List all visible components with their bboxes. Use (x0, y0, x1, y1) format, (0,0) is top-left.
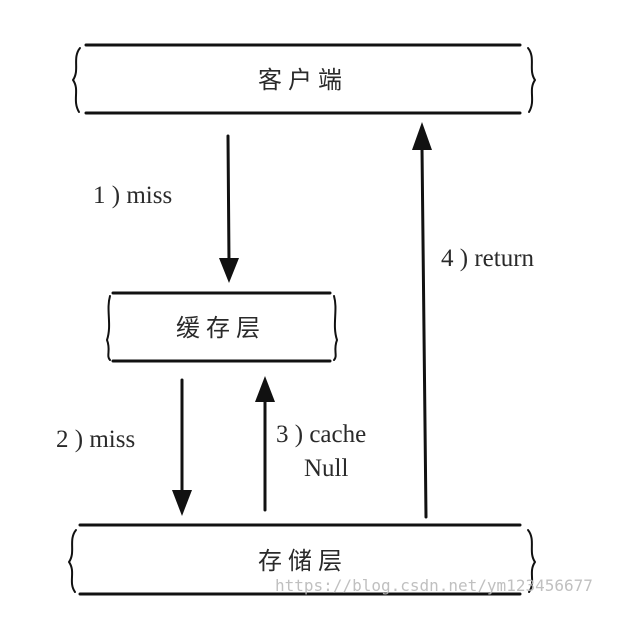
arrow-miss-1-head (219, 258, 239, 283)
miss-2-label: 2 ) miss (56, 426, 135, 453)
arrow-return (412, 122, 432, 519)
watermark-text: https://blog.csdn.net/ym123456677 (275, 576, 593, 595)
cache-box: 缓存层 (106, 291, 338, 363)
arrow-miss-1-shaft (226, 134, 231, 264)
arrow-cache-null-head (255, 376, 275, 402)
arrow-miss-2-head (172, 490, 192, 516)
cache-label: 缓存层 (176, 314, 266, 342)
storage-box-left-brace (68, 529, 77, 593)
arrow-cache-null (255, 376, 275, 512)
client-box: 客户端 (72, 43, 536, 115)
cache-null-label-line1: 3 ) cache (276, 421, 366, 448)
arrow-miss-1 (219, 134, 239, 283)
arrow-miss-2 (172, 378, 192, 516)
client-label: 客户端 (258, 66, 348, 94)
storage-label: 存储层 (258, 547, 348, 575)
storage-box-right-brace (527, 529, 536, 593)
arrow-return-head (412, 122, 432, 150)
cache-box-right-edge (333, 295, 338, 361)
miss-1-label: 1 ) miss (93, 182, 172, 209)
client-box-right-brace (527, 47, 536, 113)
storage-box: 存储层 (68, 523, 536, 596)
cache-null-label-line2: Null (304, 455, 349, 482)
client-box-left-brace (72, 47, 81, 113)
cache-box-left-edge (106, 295, 111, 361)
arrow-return-shaft (420, 146, 428, 519)
return-label: 4 ) return (441, 245, 535, 272)
